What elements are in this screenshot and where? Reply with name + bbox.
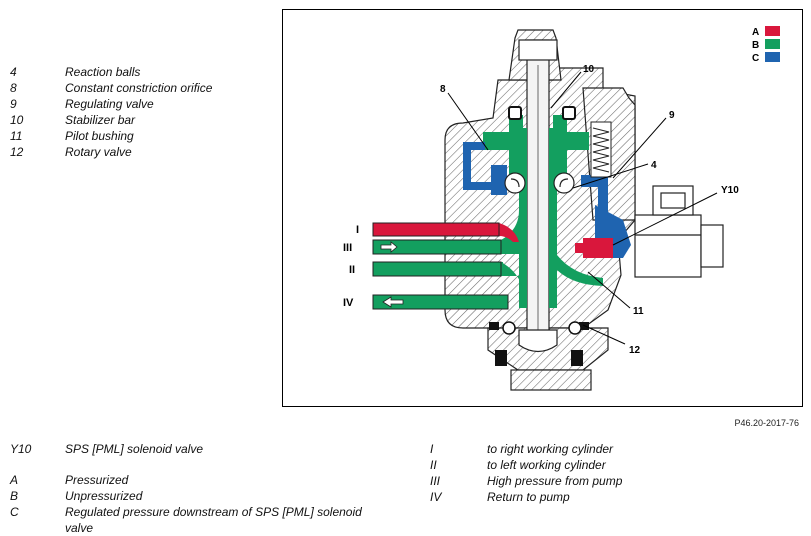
- legend-key: 9: [10, 97, 17, 111]
- solenoid-legend: Y10 SPS [PML] solenoid valve: [10, 441, 340, 457]
- legend-text: Stabilizer bar: [65, 113, 136, 127]
- legend-text: High pressure from pump: [487, 474, 623, 488]
- legend-key: 4: [10, 65, 17, 79]
- legend-key: III: [430, 474, 441, 488]
- color-key-label-a: A: [752, 27, 759, 38]
- color-key-swatch-c: [765, 52, 780, 62]
- legend-key: I: [430, 442, 434, 456]
- regulating-valve-spring: [590, 121, 612, 178]
- callout-9: 9: [669, 110, 675, 121]
- port-lines-outline: [372, 222, 509, 310]
- legend-row: 9 Regulating valve: [10, 96, 260, 112]
- color-key: A B C: [752, 26, 780, 64]
- legend-text: to left working cylinder: [487, 458, 606, 472]
- callout-8: 8: [440, 84, 446, 95]
- legend-key: Y10: [10, 442, 32, 456]
- legend-key: B: [10, 489, 19, 503]
- figure-reference: P46.20-2017-76: [734, 418, 799, 428]
- legend-row: II to left working cylinder: [430, 457, 690, 473]
- legend-row: A Pressurized: [10, 472, 370, 488]
- legend-text: Reaction balls: [65, 65, 141, 79]
- port-label-iii: III: [343, 242, 352, 254]
- legend-text: Unpressurized: [65, 489, 143, 503]
- leader-lines: [447, 71, 718, 345]
- color-key-label-b: B: [752, 40, 759, 51]
- unpressurized-channels: [373, 115, 603, 309]
- port-label-i: I: [356, 224, 359, 236]
- callout-10: 10: [583, 64, 595, 75]
- legend-text: Constant constriction orifice: [65, 81, 213, 95]
- diagram-frame: A B C: [282, 9, 803, 407]
- stabilizer-bar: [518, 39, 558, 353]
- legend-text: Regulated pressure downstream of SPS [PM…: [65, 505, 362, 535]
- legend-row: III High pressure from pump: [430, 473, 690, 489]
- legend-row: 12 Rotary valve: [10, 144, 260, 160]
- callout-11: 11: [633, 306, 644, 317]
- legend-key: IV: [430, 490, 442, 504]
- color-key-swatch-a: [765, 26, 780, 36]
- legend-text: Pressurized: [65, 473, 129, 487]
- reaction-balls: [504, 172, 575, 194]
- legend-text: SPS [PML] solenoid valve: [65, 442, 204, 456]
- legend-text: Rotary valve: [65, 145, 132, 159]
- color-key-swatch-b: [765, 39, 780, 49]
- legend-row: 10 Stabilizer bar: [10, 112, 260, 128]
- flow-arrows: [380, 241, 404, 308]
- color-key-label-c: C: [752, 53, 759, 64]
- solenoid-valve-y10: [634, 185, 724, 278]
- return-arrow-icon: [382, 296, 404, 308]
- legend-row: 11 Pilot bushing: [10, 128, 260, 144]
- callout-labels: 8 10 9 4 Y10 11 12: [440, 64, 739, 356]
- pressurized-channels: [373, 223, 613, 258]
- legend-text: Return to pump: [487, 490, 570, 504]
- legend-row: Y10 SPS [PML] solenoid valve: [10, 441, 340, 457]
- port-labels: I III II IV: [343, 224, 359, 309]
- callout-y10: Y10: [721, 185, 739, 196]
- legend-key: 10: [10, 113, 24, 127]
- legend-key: 12: [10, 145, 24, 159]
- legend-text: Pilot bushing: [65, 129, 134, 143]
- legend-key: 8: [10, 81, 17, 95]
- callout-4: 4: [651, 160, 657, 171]
- legend-key: II: [430, 458, 437, 472]
- legend-row: IV Return to pump: [430, 489, 690, 505]
- legend-row: 8 Constant constriction orifice: [10, 80, 260, 96]
- port-label-iv: IV: [343, 297, 354, 309]
- legend-key: 11: [10, 129, 23, 143]
- legend-text: Regulating valve: [65, 97, 154, 111]
- high-pressure-arrow-icon: [380, 241, 398, 253]
- legend-key: A: [10, 473, 19, 487]
- callout-12: 12: [629, 345, 641, 356]
- legend-text: to right working cylinder: [487, 442, 614, 456]
- legend-row: C Regulated pressure downstream of SPS [P…: [10, 504, 370, 536]
- port-label-ii: II: [349, 264, 355, 276]
- legend-row: 4 Reaction balls: [10, 64, 260, 80]
- legend-row: B Unpressurized: [10, 488, 370, 504]
- component-legend: 4 Reaction balls 8 Constant constriction o…: [10, 64, 260, 160]
- legend-key: C: [10, 505, 19, 519]
- steering-valve-diagram: A B C: [343, 26, 780, 391]
- pressure-legend: A Pressurized B Unpressurized C Regulated p…: [10, 472, 370, 536]
